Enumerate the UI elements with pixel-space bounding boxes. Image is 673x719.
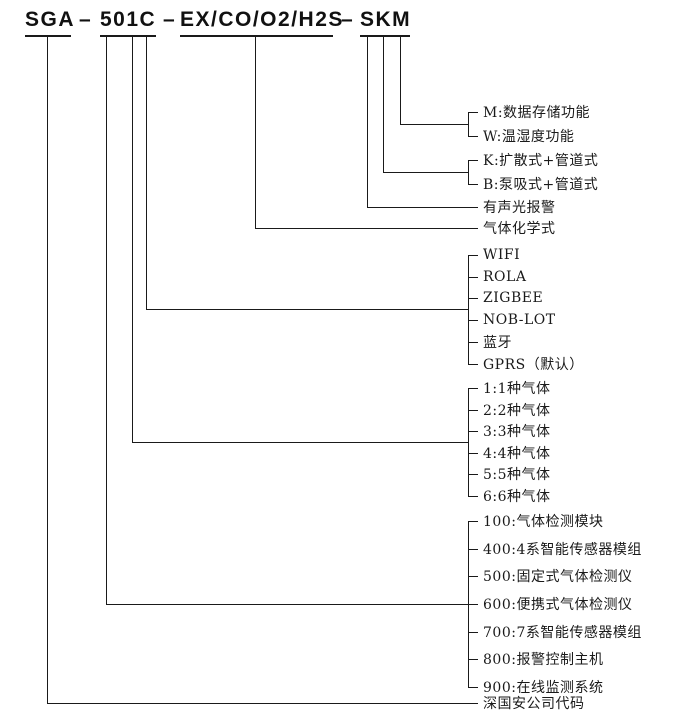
- label-series-800: 800:报警控制主机: [483, 652, 604, 668]
- connector-gas-formula: [255, 228, 478, 229]
- model-segment-company-code: SGA: [25, 8, 76, 31]
- label-alarm: 有声光报警: [483, 200, 556, 216]
- label-series-700: 700:7系智能传感器模组: [483, 625, 642, 641]
- label-series-600: 600:便携式气体检测仪: [483, 597, 633, 613]
- bracket-sampling: [468, 160, 469, 185]
- connector-gas-count-group: [132, 442, 468, 443]
- label-sampling-b: B:泵吸式+管道式: [483, 177, 599, 193]
- tick-series-1: [468, 549, 478, 550]
- model-segment-series-code: 501C: [100, 8, 157, 31]
- tick-communication-4: [468, 342, 478, 343]
- tick-gas-count-0: [468, 388, 478, 389]
- tick-communication-1: [468, 277, 478, 278]
- bracket-communication: [468, 255, 469, 365]
- drop-line-digit-5: [106, 36, 107, 604]
- connector-company: [47, 703, 478, 704]
- label-series-400: 400:4系智能传感器模组: [483, 542, 642, 558]
- tick-communication-0: [468, 255, 478, 256]
- separator-dash: –: [163, 8, 177, 31]
- underline-options: [360, 35, 410, 37]
- model-segment-gas-formula: EX/CO/O2/H2S: [180, 8, 344, 31]
- label-series-900: 900:在线监测系统: [483, 680, 604, 696]
- separator-dash: –: [341, 8, 355, 31]
- label-communication-bluetooth: 蓝牙: [483, 335, 512, 351]
- connector-alarm: [367, 207, 478, 208]
- label-sampling-k: K:扩散式+管道式: [483, 153, 599, 169]
- tick-series-5: [468, 659, 478, 660]
- bracket-storage: [468, 112, 469, 137]
- label-gas-formula: 气体化学式: [483, 221, 556, 237]
- tick-sampling-0: [468, 160, 478, 161]
- tick-gas-count-3: [468, 453, 478, 454]
- tick-series-2: [468, 576, 478, 577]
- drop-line-letter-k: [383, 36, 384, 172]
- connector-sampling-group: [383, 172, 468, 173]
- tick-gas-count-1: [468, 410, 478, 411]
- connector-series-group: [106, 604, 468, 605]
- tick-storage-0: [468, 112, 478, 113]
- label-communication-noblot: NOB-LOT: [483, 312, 556, 328]
- label-gas-count-2: 2:2种气体: [483, 403, 551, 419]
- label-gas-count-3: 3:3种气体: [483, 424, 551, 440]
- tick-gas-count-5: [468, 496, 478, 497]
- drop-line-gas-formula: [255, 36, 256, 228]
- label-gas-count-5: 5:5种气体: [483, 467, 551, 483]
- tick-series-3: [468, 604, 478, 605]
- tick-communication-3: [468, 320, 478, 321]
- label-company-code: 深国安公司代码: [483, 696, 585, 712]
- label-communication-rola: ROLA: [483, 269, 527, 285]
- model-segment-options: SKM: [360, 8, 412, 31]
- drop-line-letter-s: [367, 36, 368, 207]
- underline-company-code: [25, 35, 71, 37]
- tick-sampling-1: [468, 184, 478, 185]
- connector-communication-group: [146, 309, 468, 310]
- label-gas-count-6: 6:6种气体: [483, 489, 551, 505]
- drop-line-letter-m: [400, 36, 401, 124]
- bracket-gas-count: [468, 388, 469, 497]
- connector-storage-group: [400, 124, 468, 125]
- drop-line-digit-1: [132, 36, 133, 442]
- tick-storage-1: [468, 136, 478, 137]
- label-series-500: 500:固定式气体检测仪: [483, 569, 633, 585]
- label-series-100: 100:气体检测模块: [483, 514, 604, 530]
- label-communication-zigbee: ZIGBEE: [483, 290, 544, 306]
- separator-dash: –: [79, 8, 93, 31]
- tick-series-0: [468, 521, 478, 522]
- tick-gas-count-2: [468, 431, 478, 432]
- tick-gas-count-4: [468, 474, 478, 475]
- drop-line-letter-c: [146, 36, 147, 309]
- label-communication-gprs: GPRS（默认）: [483, 357, 584, 373]
- tick-communication-2: [468, 298, 478, 299]
- label-communication-wifi: WIFI: [483, 247, 521, 263]
- drop-line-sga: [47, 36, 48, 703]
- tick-series-4: [468, 632, 478, 633]
- label-gas-count-1: 1:1种气体: [483, 381, 551, 397]
- label-gas-count-4: 4:4种气体: [483, 446, 551, 462]
- tick-communication-5: [468, 364, 478, 365]
- underline-gas-formula: [180, 35, 333, 37]
- underline-series-code: [100, 35, 156, 37]
- label-storage-m: M:数据存储功能: [483, 105, 591, 121]
- tick-series-6: [468, 687, 478, 688]
- label-storage-w: W:温湿度功能: [483, 129, 575, 145]
